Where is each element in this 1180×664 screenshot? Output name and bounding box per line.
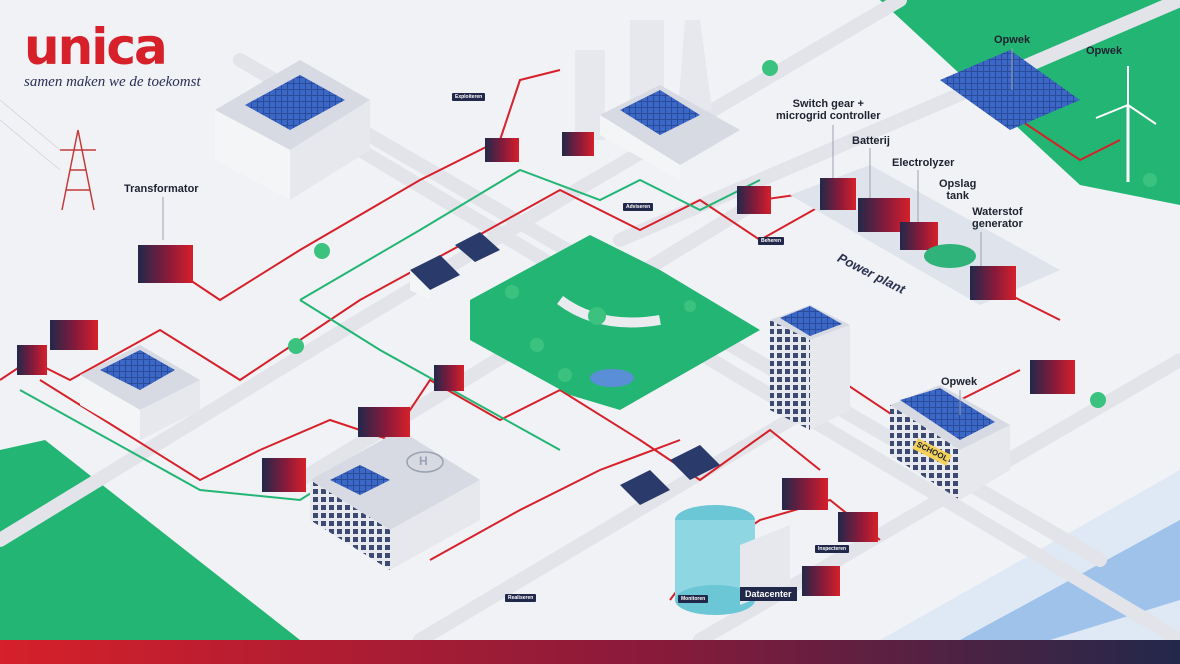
- fire-station: [80, 345, 200, 440]
- solar-field: [940, 50, 1080, 130]
- unica-logo: unica samen maken we de toekomst: [24, 22, 201, 91]
- label-pins: [162, 48, 1013, 415]
- logo-tagline: samen maken we de toekomst: [24, 74, 201, 90]
- label-opwek-solar-field: Opwek: [994, 34, 1031, 46]
- brand-footer-bar: [0, 640, 1180, 664]
- label-electrolyzer: Electrolyzer: [892, 157, 955, 169]
- cabinets: [17, 132, 1075, 596]
- label-opslag-tank: Opslag tank: [939, 178, 977, 202]
- chip-inspecteren: Inspecteren: [815, 545, 850, 553]
- trees: [288, 60, 1157, 408]
- label-transformator: Transformator: [124, 183, 199, 195]
- chip-exploiteren: Exploiteren: [452, 93, 486, 101]
- label-waterstof-generator: Waterstof generator: [972, 206, 1023, 230]
- houses: [410, 232, 720, 505]
- pond: [590, 369, 634, 387]
- label-datacenter: Datacenter: [740, 587, 797, 601]
- datacenter: [675, 505, 790, 615]
- wind-turbine: [1095, 66, 1157, 182]
- chip-realiseren: Realiseren: [505, 594, 537, 602]
- chip-beheren: Beheren: [758, 237, 785, 245]
- label-switch-gear: Switch gear + microgrid controller: [776, 98, 881, 122]
- warehouse: [215, 60, 370, 200]
- apartment: [770, 305, 850, 430]
- pylon: [0, 99, 96, 211]
- green-field-bottom-left: [0, 440, 300, 640]
- label-opwek-wind: Opwek: [1086, 45, 1123, 57]
- helipad-sign: H: [419, 454, 428, 468]
- chip-adviseren: Adviseren: [623, 203, 654, 211]
- hospital: [310, 430, 480, 570]
- factory: [575, 20, 740, 180]
- label-batterij: Batterij: [852, 135, 890, 147]
- storage-tank: [924, 244, 976, 268]
- label-opwek-school: Opwek: [941, 376, 978, 388]
- chip-monitoren: Monitoren: [678, 595, 709, 603]
- logo-wordmark: unica: [24, 18, 168, 76]
